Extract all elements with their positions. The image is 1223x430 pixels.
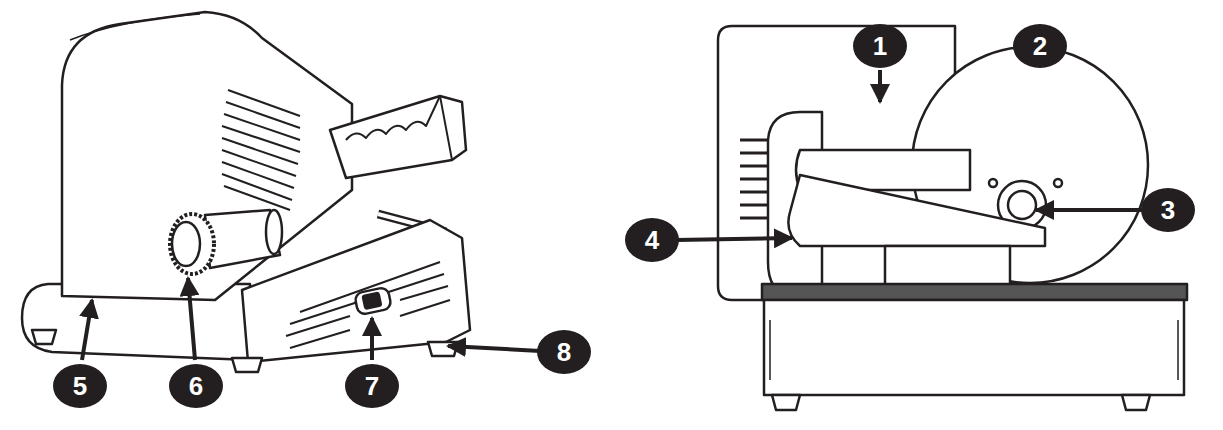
callout-number: 5 xyxy=(53,364,107,408)
callout-number: 4 xyxy=(625,218,679,262)
callout-number: 1 xyxy=(853,24,907,68)
callout-number: 2 xyxy=(1013,24,1067,68)
callout-number: 7 xyxy=(345,364,399,408)
callout-number: 8 xyxy=(537,330,591,374)
callout-number: 3 xyxy=(1141,188,1195,232)
callout-number: 6 xyxy=(169,364,223,408)
